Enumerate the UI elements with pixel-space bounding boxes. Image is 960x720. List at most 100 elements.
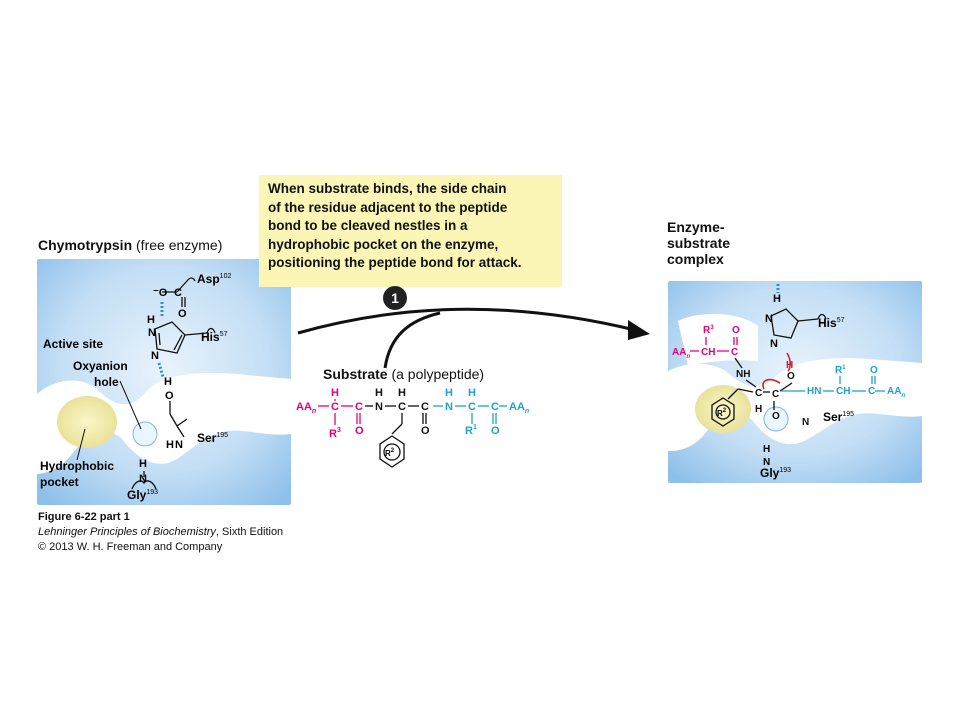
- his-label: His57: [201, 330, 228, 344]
- svg-text:N: N: [175, 439, 183, 451]
- reaction-arrowhead: [628, 320, 650, 340]
- svg-text:H: H: [773, 293, 781, 305]
- hydrophobic-label-line1: Hydrophobic: [40, 459, 114, 473]
- svg-text:AAn: AAn: [672, 347, 690, 360]
- svg-text:N: N: [445, 401, 453, 413]
- complex-title: Enzyme- substrate complex: [667, 219, 731, 267]
- svg-text:H: H: [375, 387, 383, 399]
- svg-text:O: O: [787, 371, 795, 382]
- svg-text:C: C: [421, 401, 429, 413]
- svg-text:H: H: [755, 404, 762, 415]
- complex-cleft: [668, 358, 922, 452]
- active-site-label: Active site: [43, 337, 103, 351]
- free-enzyme-title: Chymotrypsin (free enzyme): [38, 237, 223, 253]
- svg-text:R1: R1: [465, 424, 477, 437]
- callout-line-5: positioning the peptide bond for attack.: [268, 255, 522, 271]
- callout-line-1: When substrate binds, the side chain: [268, 181, 507, 196]
- copyright-line: © 2013 W. H. Freeman and Company: [38, 541, 223, 553]
- svg-text:N: N: [139, 473, 147, 485]
- substrate-binding-cleft: [37, 372, 291, 474]
- svg-text:O: O: [491, 425, 500, 437]
- svg-text:O: O: [355, 425, 364, 437]
- svg-text:Gly193: Gly193: [760, 466, 791, 480]
- source-line: Lehninger Principles of Biochemistry, Si…: [38, 526, 284, 538]
- svg-text:CH: CH: [836, 386, 850, 397]
- svg-text:HN: HN: [807, 386, 821, 397]
- svg-text:AAn: AAn: [509, 401, 529, 415]
- svg-text:N: N: [151, 350, 159, 362]
- complex-oxyanion-hole: [763, 406, 789, 432]
- callout-line-2: of the residue adjacent to the peptide: [268, 199, 508, 215]
- svg-text:His57: His57: [818, 316, 845, 330]
- complex-upper-cleft: [678, 314, 758, 366]
- svg-text:H: H: [786, 360, 793, 371]
- svg-text:H: H: [445, 387, 453, 399]
- figure-caption: Figure 6-22 part 1 Lehninger Principles …: [38, 510, 283, 555]
- step-description-callout: When substrate binds, the side chain of …: [259, 175, 562, 287]
- complex-his-ring: [770, 308, 827, 339]
- ser-label: Ser195: [197, 431, 228, 445]
- svg-text:N: N: [148, 327, 156, 339]
- asp-label: Asp102: [197, 272, 231, 286]
- hydrophobic-label-line2: pocket: [40, 475, 79, 489]
- complex-hydrophobic-pocket: [695, 385, 751, 433]
- svg-text:C: C: [398, 401, 406, 413]
- r2-label: R2: [385, 448, 395, 458]
- callout-line-3: bond to be cleaved nestles in a: [268, 218, 468, 234]
- nucleophilic-attack-arrow: [762, 378, 781, 390]
- svg-text:C: C: [174, 287, 182, 299]
- svg-text:C: C: [868, 386, 875, 397]
- substrate-title: Substrate (a polypeptide): [323, 366, 485, 382]
- step-number: 1: [391, 290, 399, 306]
- oxyanion-leader-line: [119, 380, 142, 430]
- gly193-residue: [131, 471, 157, 490]
- asp102-residue: [162, 277, 196, 307]
- svg-text:N: N: [765, 313, 773, 325]
- oxyanion-hole-shape: [132, 421, 158, 447]
- svg-text:N: N: [770, 338, 778, 350]
- oxyanion-label-line1: Oxyanion: [73, 359, 128, 373]
- svg-text:C: C: [468, 401, 476, 413]
- svg-text:R1: R1: [835, 365, 846, 376]
- figure-number: Figure 6-22 part 1: [38, 511, 130, 523]
- h-bond-his-ser: [157, 362, 165, 378]
- svg-text:O: O: [421, 425, 430, 437]
- step-number-badge: [383, 286, 407, 310]
- r2-aromatic-ring: [379, 435, 405, 468]
- svg-text:N: N: [802, 417, 809, 428]
- svg-text:Ser195: Ser195: [823, 410, 854, 424]
- svg-text:O: O: [772, 411, 780, 422]
- svg-text:H: H: [398, 387, 406, 399]
- complex-r2-label: R2: [717, 408, 727, 418]
- substrate-entry-arrow: [383, 311, 441, 369]
- svg-text:N: N: [763, 457, 770, 468]
- svg-text:H: H: [763, 444, 770, 455]
- complex-panel: H N N His57 R3 O AAn CH C NH C H C O N O…: [668, 281, 922, 483]
- svg-text:R3: R3: [329, 427, 341, 440]
- svg-text:C: C: [491, 401, 499, 413]
- free-enzyme-panel: ⁻O C O Asp102 H N N His57 H O N H Ser195…: [37, 259, 291, 505]
- oxyanion-label-line2: hole: [94, 375, 119, 389]
- svg-text:N: N: [375, 401, 383, 413]
- svg-text:AAn: AAn: [296, 401, 316, 415]
- reaction-arrow: [297, 307, 636, 335]
- ser195-residue: [169, 401, 188, 438]
- svg-text:C: C: [755, 388, 762, 399]
- svg-text:O: O: [165, 390, 174, 402]
- svg-text:O: O: [870, 365, 878, 376]
- svg-text:C: C: [331, 401, 339, 413]
- svg-text:O: O: [732, 325, 740, 336]
- svg-text:⁻O: ⁻O: [153, 287, 168, 299]
- svg-text:C: C: [731, 347, 738, 358]
- svg-text:CH: CH: [701, 347, 715, 358]
- pocket-leader-line: [76, 428, 86, 461]
- callout-line-4: hydrophobic pocket on the enzyme,: [268, 236, 499, 252]
- svg-text:O: O: [178, 308, 187, 320]
- svg-text:H: H: [468, 387, 476, 399]
- gly-label: Gly193: [127, 488, 158, 502]
- svg-text:H: H: [147, 314, 155, 326]
- svg-text:H: H: [164, 376, 172, 388]
- hydrophobic-pocket-shape: [57, 396, 117, 448]
- his57-ring: [154, 321, 216, 354]
- substrate-structure: AAn H C R3 C O H N H C C O R2 H N H: [296, 387, 529, 468]
